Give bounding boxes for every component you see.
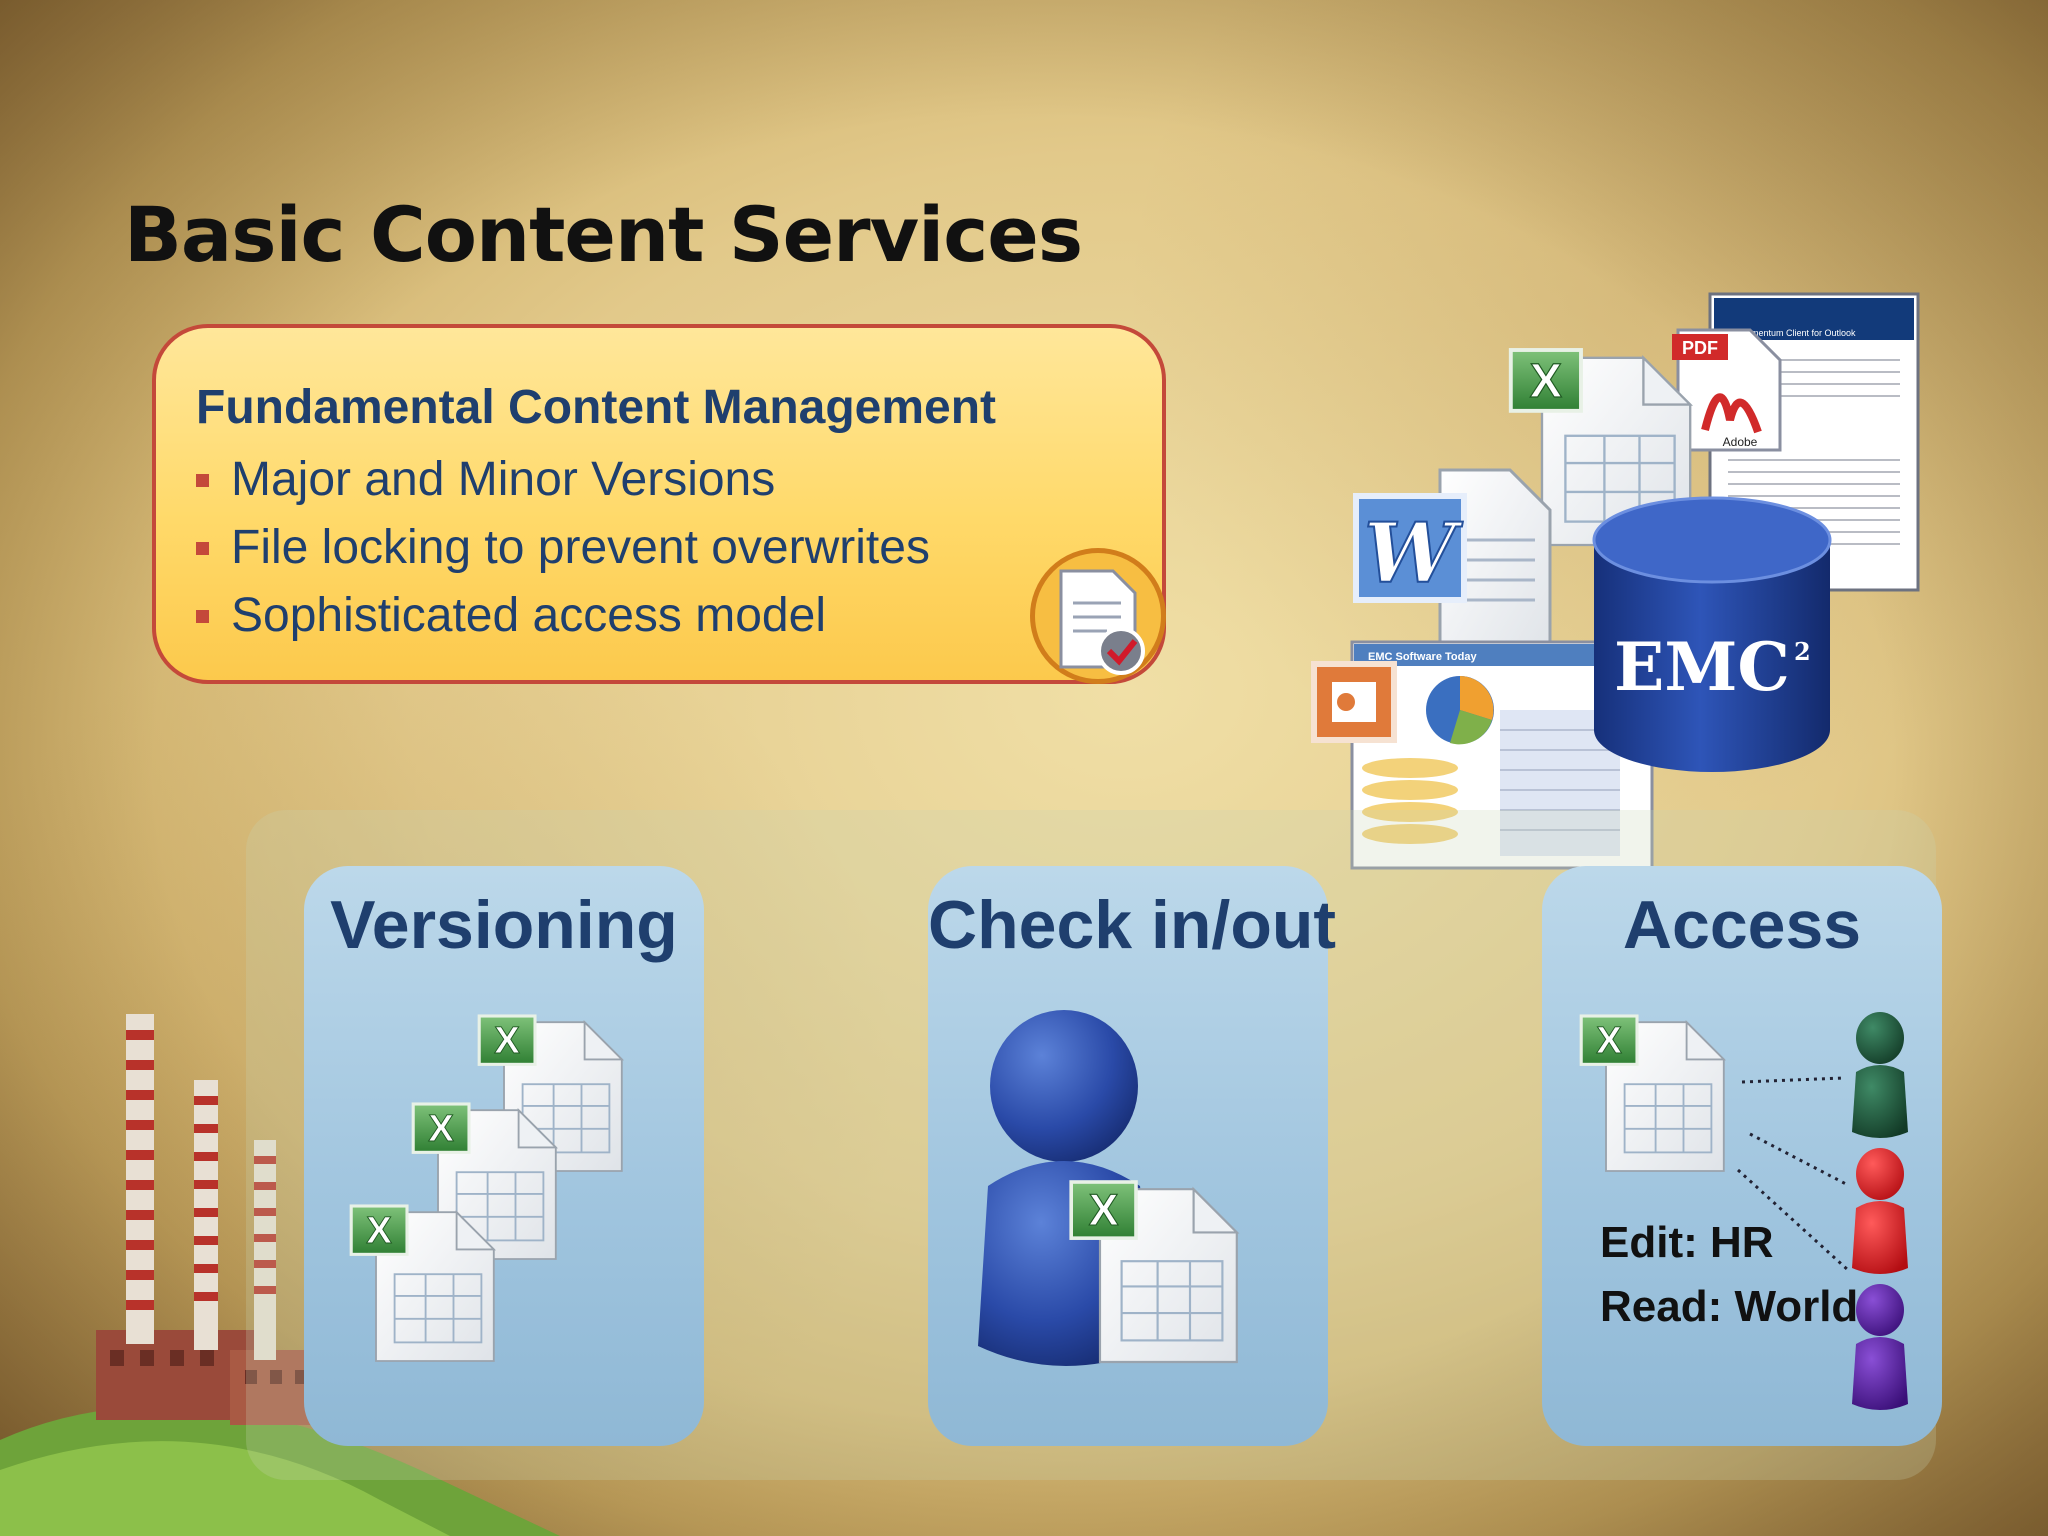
checkinout-illustration <box>978 1010 1239 1366</box>
callout-heading: Fundamental Content Management <box>196 381 997 434</box>
bullet-item: Sophisticated access model <box>196 582 930 650</box>
bullet-marker <box>196 609 209 623</box>
bullet-item: File locking to prevent overwrites <box>196 514 930 582</box>
slide-title: Basic Content Services <box>124 190 1083 279</box>
adobe-label: Adobe <box>1723 435 1758 449</box>
emc-logo-superscript: 2 <box>1794 637 1811 666</box>
access-panel: Access <box>1542 866 1942 1446</box>
doc-header-text: Documentum Client for Outlook <box>1730 328 1856 338</box>
excel-sheet-icon <box>349 1204 496 1363</box>
excel-sheet-icon <box>1579 1014 1726 1173</box>
bullet-marker <box>196 541 209 555</box>
callout-box: Fundamental Content Management Major and… <box>152 324 1166 684</box>
user-purple-icon <box>1852 1284 1908 1410</box>
versioning-title: Versioning <box>330 887 678 963</box>
emc-logo-text: EMC <box>1614 628 1790 706</box>
versioning-panel: Versioning <box>304 866 704 1446</box>
versioning-illustration <box>349 1014 624 1363</box>
access-title: Access <box>1622 887 1862 963</box>
user-green-icon <box>1852 1012 1908 1138</box>
document-check-icon <box>1030 548 1166 684</box>
bullet-marker <box>196 473 209 487</box>
emc-database-icon: EMC 2 <box>1592 496 1832 772</box>
pdf-document: PDF Adobe <box>1672 328 1782 452</box>
bullet-list: Major and Minor Versions File locking to… <box>196 446 930 650</box>
read-permission-text: Read: World <box>1600 1282 1859 1331</box>
report-header-text: EMC Software Today <box>1368 651 1477 663</box>
bullet-text: File locking to prevent overwrites <box>231 521 930 574</box>
pdf-label: PDF <box>1682 338 1718 358</box>
word-document: W <box>1353 468 1552 662</box>
svg-text:W: W <box>1364 506 1463 602</box>
powerpoint-icon <box>1311 661 1397 743</box>
checkinout-title: Check in/out <box>928 887 1337 963</box>
access-illustration <box>1579 1012 1908 1410</box>
edit-permission-text: Edit: HR <box>1600 1218 1774 1267</box>
bullet-item: Major and Minor Versions <box>196 446 930 514</box>
bullet-text: Sophisticated access model <box>231 589 826 642</box>
bullet-text: Major and Minor Versions <box>231 453 776 506</box>
permission-links <box>1736 1076 1850 1272</box>
emc-documents-illustration: Documentum Client for Outlook PDF Adobe … <box>1311 292 1920 870</box>
checkinout-panel: Check in/out <box>928 866 1337 1446</box>
user-red-icon <box>1852 1148 1908 1274</box>
